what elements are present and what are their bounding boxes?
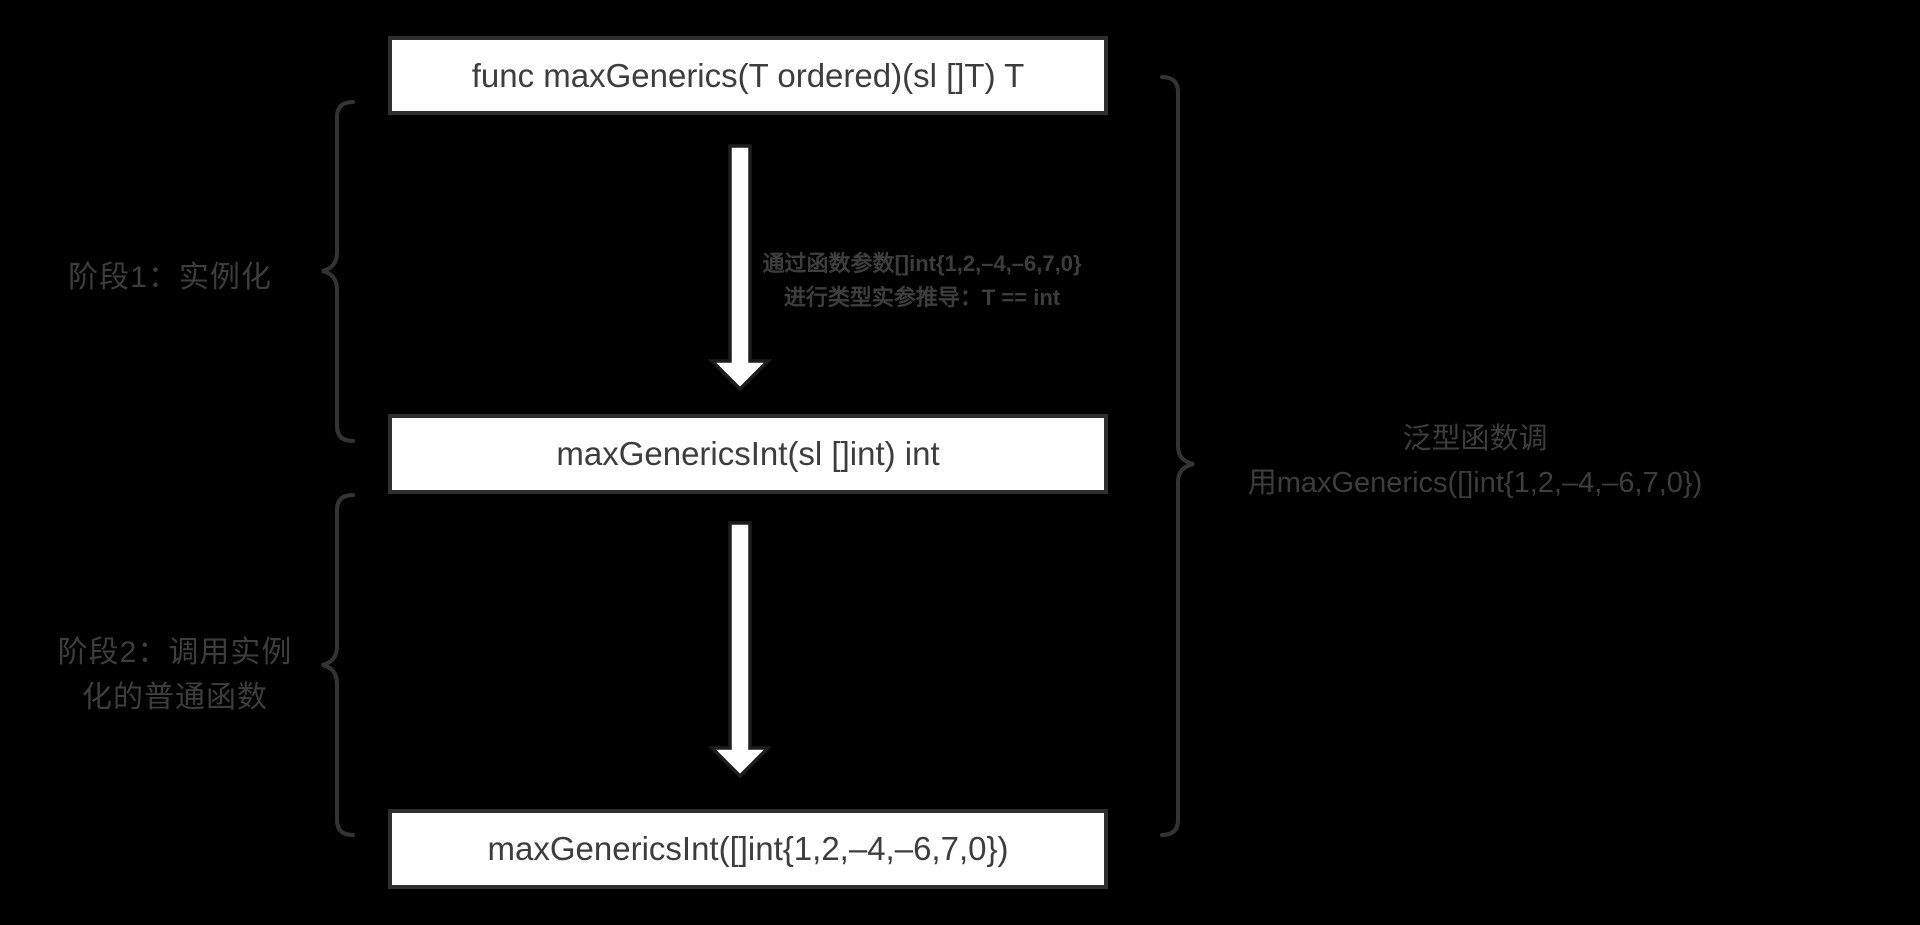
generic-function-signature: func maxGenerics(T ordered)(sl []T) T [471, 56, 1025, 94]
call-down-arrow-icon [707, 521, 773, 779]
generic-call-label-line2: 用maxGenerics([]int{1,2,–4,–6,7,0}) [1247, 467, 1703, 499]
generic-call-brace [1160, 75, 1195, 837]
stage2-label: 阶段2：调用实例 化的普通函数 [25, 630, 325, 720]
stage2-label-line1: 阶段2：调用实例 [57, 636, 293, 669]
instantiation-down-arrow-icon [707, 144, 773, 392]
stage1-brace [321, 100, 355, 443]
type-inference-annotation-line1: 通过函数参数[]int{1,2,–4,–6,7,0} [762, 251, 1082, 276]
type-inference-annotation: 通过函数参数[]int{1,2,–4,–6,7,0} 进行类型实参推导：T ==… [742, 247, 1102, 315]
generic-function-box: func maxGenerics(T ordered)(sl []T) T [388, 36, 1108, 115]
stage2-brace [321, 493, 355, 837]
generic-call-label-line1: 泛型函数调 [1402, 423, 1548, 455]
call-expression-text: maxGenericsInt([]int{1,2,–4,–6,7,0}) [487, 830, 1009, 867]
stage1-label: 阶段1：实例化 [68, 261, 272, 294]
stage2-label-line2: 化的普通函数 [82, 681, 268, 714]
instantiated-function-box: maxGenericsInt(sl []int) int [388, 414, 1108, 494]
instantiated-function-signature: maxGenericsInt(sl []int) int [556, 435, 940, 472]
generic-call-label: 泛型函数调 用maxGenerics([]int{1,2,–4,–6,7,0}) [1230, 417, 1720, 505]
call-expression-box: maxGenericsInt([]int{1,2,–4,–6,7,0}) [388, 809, 1108, 889]
type-inference-annotation-line2: 进行类型实参推导：T == int [783, 285, 1061, 310]
